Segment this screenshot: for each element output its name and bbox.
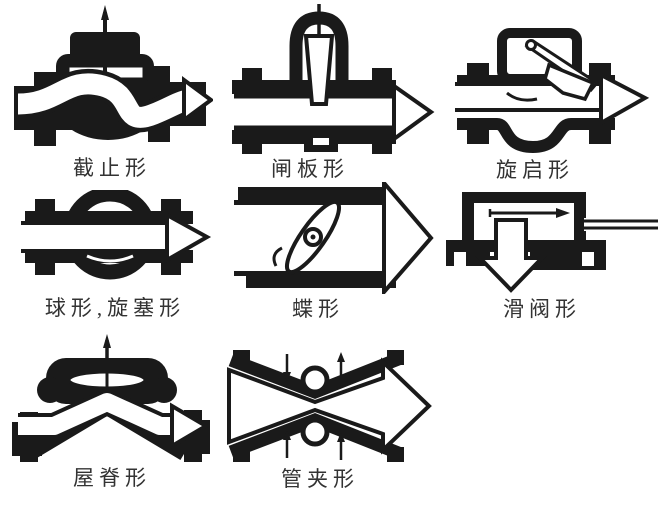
valve-label-ball-plug: 球形,旋塞形 (44, 296, 186, 320)
valve-cell-pinch (223, 350, 438, 462)
pinch-valve-flow-icon (227, 350, 432, 462)
valve-cell-globe (8, 2, 213, 152)
globe-valve-flow-icon (14, 5, 213, 146)
weir-diaphragm-valve-flow-icon (12, 334, 210, 462)
gate-valve-flow-icon (232, 4, 435, 154)
valve-label-globe: 截止形 (73, 156, 151, 180)
valve-cell-weir (12, 332, 212, 462)
valve-cell-gate (226, 2, 436, 154)
valve-label-slide: 滑阀形 (503, 297, 581, 321)
valve-label-weir: 屋脊形 (73, 466, 151, 490)
swing-check-valve-flow-icon (455, 28, 650, 154)
valve-cell-swing (445, 5, 657, 155)
valve-cell-butterfly (226, 182, 434, 294)
valve-cell-ball-plug (15, 190, 215, 282)
valve-label-butterfly: 蝶形 (292, 297, 344, 321)
valve-label-gate: 闸板形 (271, 157, 349, 181)
slide-valve-flow-icon (446, 192, 658, 293)
valve-label-swing: 旋启形 (496, 158, 574, 182)
ball-plug-valve-flow-icon (21, 190, 212, 280)
valve-cell-slide (446, 188, 661, 300)
butterfly-valve-flow-icon (234, 182, 434, 294)
valve-label-pinch: 管夹形 (281, 467, 359, 491)
